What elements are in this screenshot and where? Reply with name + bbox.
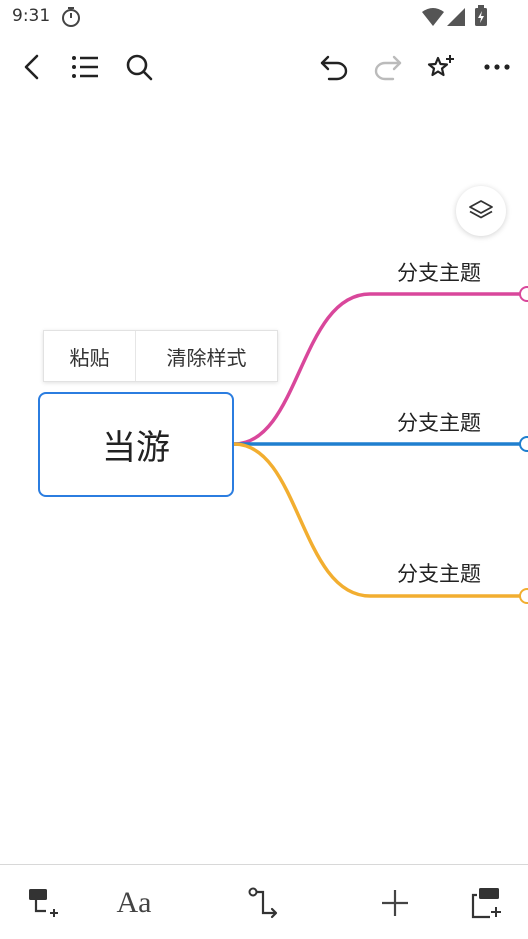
branch-topic[interactable]: 分支主题 xyxy=(397,411,481,435)
back-icon xyxy=(24,54,39,80)
add-subtopic-icon xyxy=(29,889,58,917)
outline-button[interactable] xyxy=(65,47,105,87)
top-toolbar xyxy=(0,40,528,96)
root-topic[interactable]: 当游 xyxy=(38,392,234,497)
magic-sparkle-icon xyxy=(427,55,454,77)
search-button[interactable] xyxy=(119,47,159,87)
branch-connector xyxy=(233,442,520,598)
add-icon xyxy=(382,890,408,916)
branch-topic[interactable]: 分支主题 xyxy=(397,562,481,586)
undo-button[interactable] xyxy=(314,47,354,87)
cell-signal-icon xyxy=(447,8,465,26)
redo-icon xyxy=(374,55,402,81)
add-floating-topic-icon xyxy=(471,888,501,919)
branch-collapse-handle[interactable] xyxy=(519,286,528,302)
battery-icon xyxy=(475,5,487,26)
ai-magic-button[interactable] xyxy=(422,47,462,87)
clear-style-button[interactable]: 清除样式 xyxy=(166,345,247,370)
branch-connector xyxy=(233,292,520,446)
text-style-icon: Aa xyxy=(116,886,152,919)
bottom-toolbar: Aa xyxy=(0,864,528,939)
add-topic-button[interactable] xyxy=(371,879,419,927)
back-button[interactable] xyxy=(12,47,52,87)
paste-button[interactable]: 粘贴 xyxy=(44,331,136,381)
wifi-icon xyxy=(422,8,444,26)
redo-button[interactable] xyxy=(368,47,408,87)
add-subtopic-button[interactable] xyxy=(20,879,68,927)
add-floating-topic-button[interactable] xyxy=(462,879,510,927)
layers-icon xyxy=(469,200,493,219)
outline-list-icon xyxy=(72,56,98,78)
search-icon xyxy=(126,54,153,81)
context-menu: 粘贴 清除样式 xyxy=(43,330,278,382)
undo-icon xyxy=(320,55,348,81)
status-time: 9:31 xyxy=(12,6,51,26)
branch-collapse-handle[interactable] xyxy=(519,588,528,604)
more-button[interactable] xyxy=(477,47,517,87)
more-icon xyxy=(484,64,510,70)
branch-topic[interactable]: 分支主题 xyxy=(397,261,481,285)
status-bar: 9:31 xyxy=(0,0,528,36)
layers-button[interactable] xyxy=(456,186,506,236)
stopwatch-icon xyxy=(62,7,80,27)
root-topic-label[interactable]: 当游 xyxy=(102,428,170,468)
connector-button[interactable] xyxy=(240,879,288,927)
connector-icon xyxy=(248,887,278,919)
branch-collapse-handle[interactable] xyxy=(519,436,528,452)
text-style-button[interactable]: Aa xyxy=(110,879,158,927)
